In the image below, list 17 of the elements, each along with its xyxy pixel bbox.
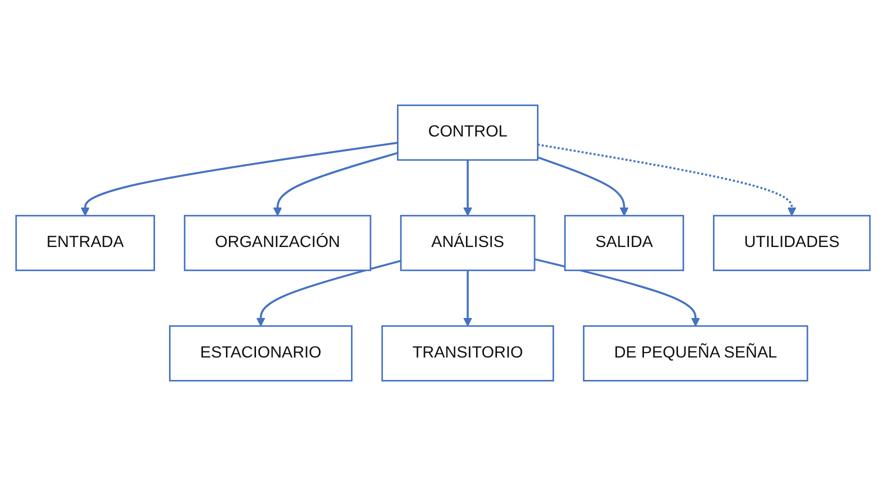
arrow bbox=[463, 160, 472, 216]
node-box: ORGANIZACIÓN bbox=[184, 214, 372, 272]
node-box: ANÁLISIS bbox=[400, 214, 536, 272]
node-box: DE PEQUEÑA SEÑAL bbox=[582, 325, 808, 382]
node-box: ESTACIONARIO bbox=[169, 325, 353, 382]
arrow bbox=[534, 258, 700, 326]
node-box: UTILIDADES bbox=[712, 214, 871, 272]
node-box: CONTROL bbox=[396, 104, 538, 161]
arrow bbox=[273, 152, 398, 216]
arrow bbox=[256, 260, 402, 326]
arrow bbox=[538, 144, 796, 216]
arrow bbox=[537, 156, 629, 216]
node-box: ENTRADA bbox=[15, 214, 156, 272]
node-box: SALIDA bbox=[564, 214, 684, 272]
arrow bbox=[463, 270, 472, 326]
node-box: TRANSITORIO bbox=[381, 325, 554, 382]
arrow bbox=[80, 142, 398, 216]
